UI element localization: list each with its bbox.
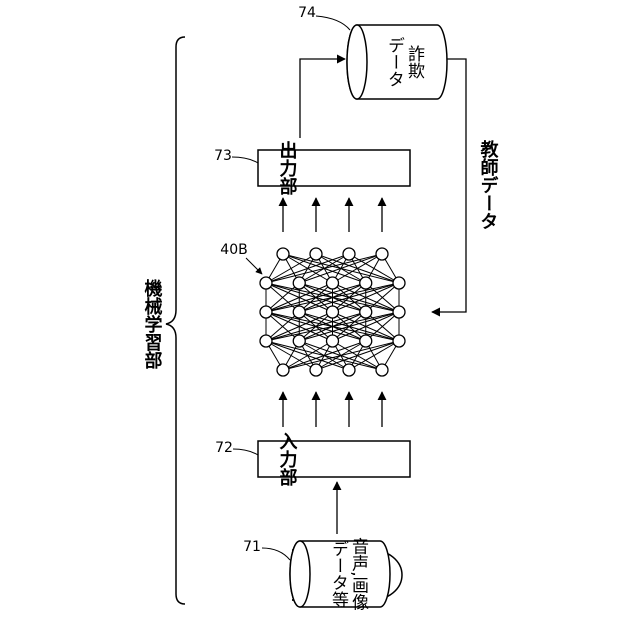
network-ref: 40B xyxy=(220,242,247,258)
fraud-data-label-line1: 詐欺 xyxy=(404,45,425,79)
network-node xyxy=(260,335,272,347)
network-node xyxy=(277,248,289,260)
fraud-data-ref: 74 xyxy=(298,5,316,21)
arrow-output-to-fraud-data xyxy=(300,59,345,138)
network-node xyxy=(293,277,305,289)
input-unit-ref: 72 xyxy=(215,440,233,456)
input-data-label-line2: データ等 xyxy=(328,540,349,608)
network-node xyxy=(376,248,388,260)
input-to-network-arrows xyxy=(283,392,382,427)
input-unit-label: 入力部 xyxy=(277,432,298,487)
network-to-output-arrows xyxy=(283,198,382,232)
teacher-data-label: 教師データ xyxy=(478,139,499,230)
network-node xyxy=(393,335,405,347)
network-node xyxy=(343,364,355,376)
output-unit-label: 出力部 xyxy=(277,140,298,196)
network-ref-leader xyxy=(246,258,262,274)
neural-network xyxy=(260,248,405,376)
network-node xyxy=(260,306,272,318)
network-node xyxy=(293,306,305,318)
group-brace xyxy=(166,37,185,604)
network-node xyxy=(310,364,322,376)
input-data-ref: 71 xyxy=(243,539,261,555)
network-node xyxy=(260,277,272,289)
output-unit-leader xyxy=(232,157,258,163)
network-node xyxy=(277,364,289,376)
network-node xyxy=(327,335,339,347)
network-node xyxy=(293,335,305,347)
network-node xyxy=(343,248,355,260)
network-node xyxy=(376,364,388,376)
network-node xyxy=(310,248,322,260)
network-node xyxy=(393,277,405,289)
fraud-data-label-line2: データ xyxy=(384,36,404,87)
network-node xyxy=(327,277,339,289)
network-node xyxy=(360,335,372,347)
output-unit-ref: 73 xyxy=(214,148,232,164)
input-data-label-line1: 音声,画像 xyxy=(348,537,369,610)
network-node xyxy=(360,277,372,289)
input-data-leader xyxy=(262,548,290,560)
network-node xyxy=(360,306,372,318)
input-unit-leader xyxy=(233,449,258,455)
network-node xyxy=(327,306,339,318)
fraud-data-leader xyxy=(316,16,350,30)
network-node xyxy=(393,306,405,318)
group-label: 機械学習部 xyxy=(142,278,163,370)
